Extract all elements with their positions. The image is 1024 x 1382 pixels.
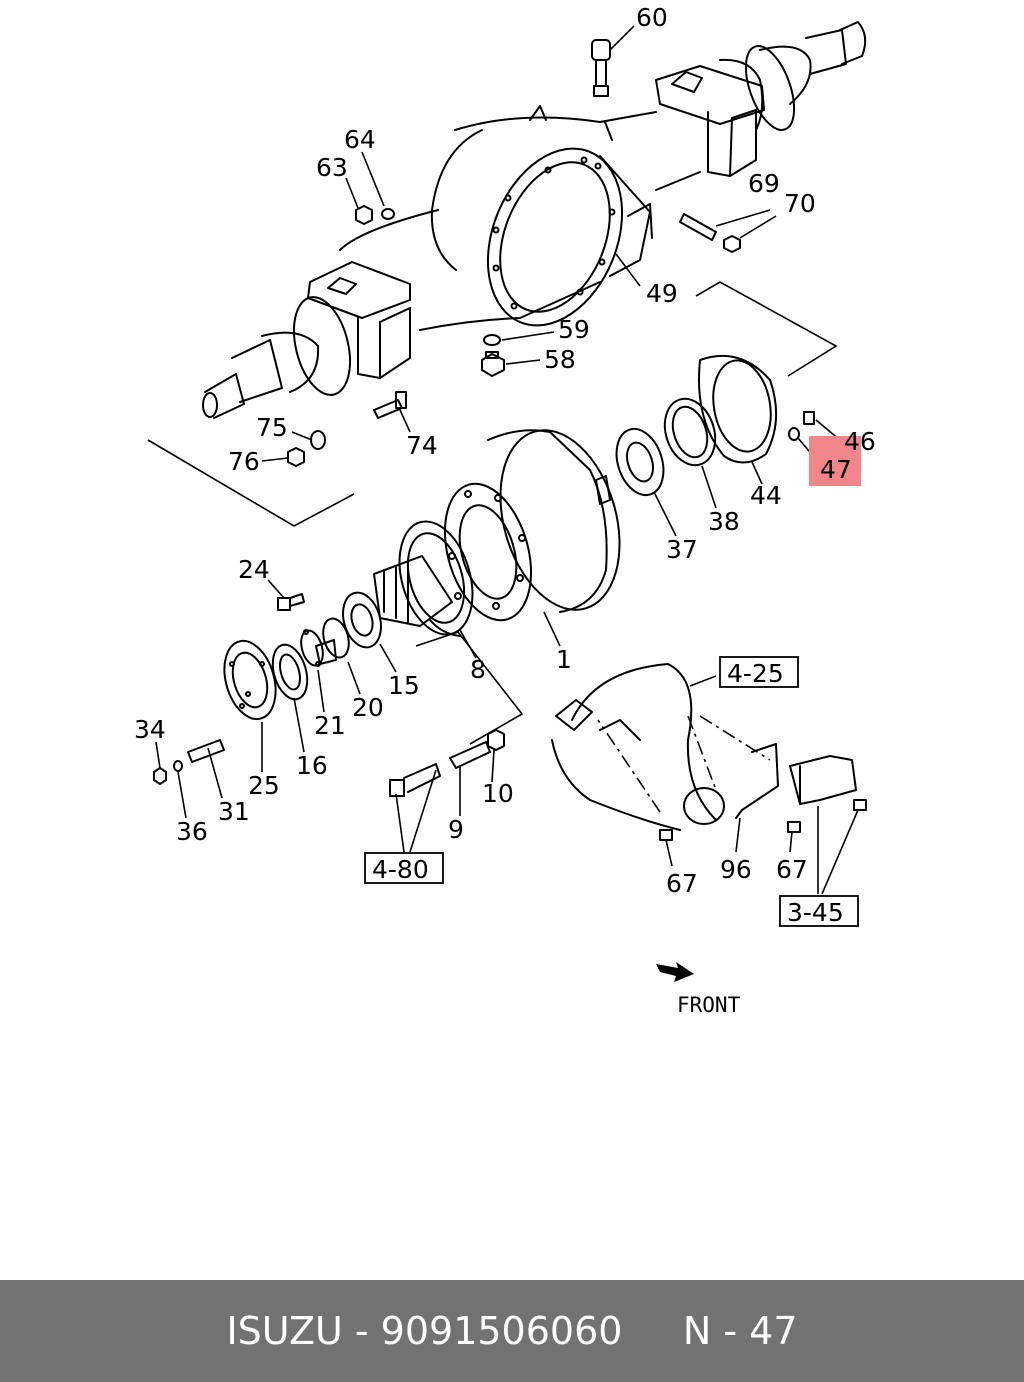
label-16: 16 bbox=[296, 751, 328, 780]
label-69: 69 bbox=[748, 169, 780, 198]
label-20: 20 bbox=[352, 693, 384, 722]
breather-plug bbox=[591, 39, 611, 97]
nut-34 bbox=[153, 767, 167, 785]
label-37: 37 bbox=[666, 535, 698, 564]
washer-59 bbox=[483, 334, 501, 346]
label-44: 44 bbox=[750, 481, 782, 510]
label-46: 46 bbox=[844, 427, 876, 456]
nut-63 bbox=[355, 205, 373, 225]
plug-58 bbox=[481, 351, 505, 377]
bolt-3-45 bbox=[853, 799, 867, 811]
label-96: 96 bbox=[720, 855, 752, 884]
hub-cap-25 bbox=[223, 639, 277, 721]
ref-4-25-text: 4-25 bbox=[727, 659, 784, 688]
bolt-74 bbox=[373, 391, 407, 419]
bracket-3-45 bbox=[789, 755, 857, 805]
label-15: 15 bbox=[388, 671, 420, 700]
footer-brand: ISUZU bbox=[226, 1309, 343, 1353]
backing-plate-4-25 bbox=[551, 663, 725, 831]
bolt-67a bbox=[659, 829, 673, 841]
bolt-9 bbox=[449, 741, 491, 769]
highlight-box bbox=[809, 436, 861, 486]
part-labels: 60 64 63 69 70 49 59 58 75 76 74 46 47 4… bbox=[134, 3, 876, 898]
label-24: 24 bbox=[238, 555, 270, 584]
label-76: 76 bbox=[228, 447, 260, 476]
front-arrow: FRONT bbox=[656, 962, 741, 1017]
group-line-right bbox=[695, 281, 838, 377]
ref-box-3-45: 3-45 bbox=[779, 895, 859, 927]
label-36: 36 bbox=[176, 817, 208, 846]
ref-4-80-text: 4-80 bbox=[372, 855, 429, 884]
brake-drum-1 bbox=[443, 429, 621, 622]
bolt-46 bbox=[803, 411, 815, 425]
ref-box-4-80: 4-80 bbox=[364, 852, 444, 884]
ref-box-4-25: 4-25 bbox=[719, 656, 799, 688]
label-9: 9 bbox=[448, 815, 464, 844]
label-1: 1 bbox=[556, 645, 572, 674]
group-line-left bbox=[147, 439, 355, 527]
label-67a: 67 bbox=[666, 869, 698, 898]
label-70: 70 bbox=[784, 189, 816, 218]
label-38: 38 bbox=[708, 507, 740, 536]
oil-seal-38 bbox=[663, 397, 717, 467]
stud-69 bbox=[679, 213, 717, 241]
label-10: 10 bbox=[482, 779, 514, 808]
label-49: 49 bbox=[646, 279, 678, 308]
ring-75 bbox=[310, 430, 326, 450]
hub-8 bbox=[373, 520, 474, 637]
nut-70 bbox=[723, 235, 741, 253]
seal-16 bbox=[271, 643, 309, 701]
stud-31 bbox=[187, 739, 225, 763]
label-58: 58 bbox=[544, 345, 576, 374]
axle-housing bbox=[202, 21, 867, 419]
washer-21 bbox=[300, 629, 324, 667]
washer-36 bbox=[173, 760, 183, 772]
footer-part-number: 9091506060 bbox=[380, 1309, 623, 1353]
label-34: 34 bbox=[134, 715, 166, 744]
label-64: 64 bbox=[344, 125, 376, 154]
label-25: 25 bbox=[248, 771, 280, 800]
axle-exploded-diagram: 60 64 63 69 70 49 59 58 75 76 74 46 47 4… bbox=[134, 3, 876, 1017]
label-21: 21 bbox=[314, 711, 346, 740]
bracket-96 bbox=[735, 743, 779, 819]
label-8: 8 bbox=[470, 655, 486, 684]
label-75: 75 bbox=[256, 413, 288, 442]
label-59: 59 bbox=[558, 315, 590, 344]
washer-64 bbox=[381, 208, 395, 220]
cover-44 bbox=[698, 354, 778, 464]
bearing-15 bbox=[342, 591, 382, 649]
bearing-37 bbox=[615, 427, 665, 497]
nut-76 bbox=[287, 447, 305, 467]
ring-47 bbox=[788, 427, 800, 441]
footer-bar: ISUZU - 9091506060 N - 47 bbox=[0, 1280, 1024, 1382]
label-63: 63 bbox=[316, 153, 348, 182]
label-60: 60 bbox=[636, 3, 668, 32]
nut-20 bbox=[315, 617, 350, 665]
footer-ref: N - 47 bbox=[682, 1309, 798, 1353]
label-67b: 67 bbox=[776, 855, 808, 884]
nut-10 bbox=[487, 729, 505, 751]
label-74: 74 bbox=[406, 431, 438, 460]
front-label: FRONT bbox=[677, 993, 741, 1017]
bolt-67b bbox=[787, 821, 801, 833]
label-47: 47 bbox=[820, 455, 852, 484]
group-line-hub bbox=[415, 631, 524, 745]
ref-3-45-text: 3-45 bbox=[787, 898, 844, 927]
label-31: 31 bbox=[218, 797, 250, 826]
